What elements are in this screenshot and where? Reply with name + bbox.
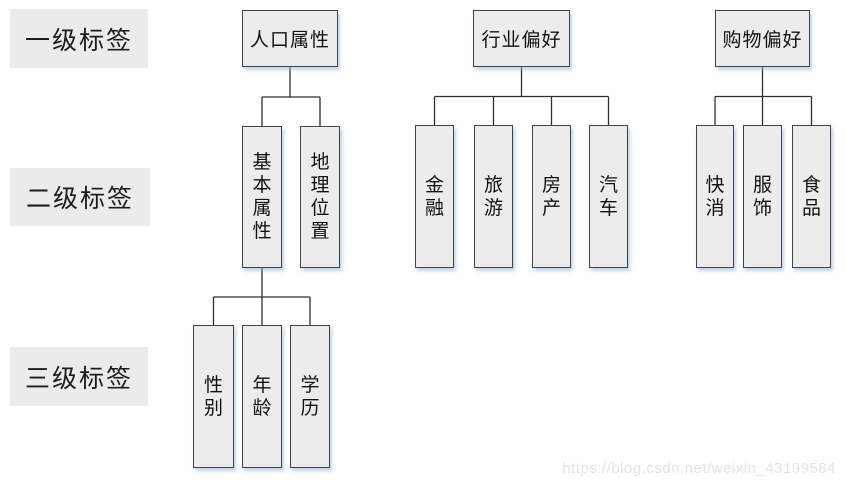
node-gender-label: 性别: [203, 374, 223, 419]
node-fmcg-label: 快消: [705, 174, 725, 219]
node-finance-label: 金融: [424, 174, 444, 219]
node-basic-attributes-label: 基本属性: [252, 152, 272, 242]
node-industry-preference: 行业偏好: [473, 10, 570, 67]
row-label-level-2-text: 二级标签: [25, 185, 134, 213]
node-shopping-preference: 购物偏好: [715, 10, 810, 67]
node-automobile: 汽车: [589, 125, 628, 268]
node-automobile-label: 汽车: [598, 174, 618, 219]
row-label-level-1: 一级标签: [10, 9, 148, 68]
node-age: 年龄: [242, 325, 282, 468]
node-apparel-label: 服饰: [752, 174, 772, 219]
node-gender: 性别: [193, 325, 234, 468]
node-travel: 旅游: [474, 125, 513, 268]
node-population-attributes-label: 人口属性: [249, 30, 330, 51]
node-industry-preference-label: 行业偏好: [481, 30, 562, 51]
node-real-estate-label: 房产: [541, 174, 561, 219]
watermark-url: https://blog.csdn.net/weixin_43199584: [562, 460, 836, 477]
row-label-level-3-text: 三级标签: [24, 364, 133, 393]
node-finance: 金融: [415, 125, 454, 268]
node-geo-location: 地理位置: [300, 126, 340, 268]
node-education-label: 学历: [300, 374, 320, 419]
node-fmcg: 快消: [696, 125, 734, 268]
row-label-level-1-text: 一级标签: [24, 26, 133, 55]
row-label-level-2: 二级标签: [10, 168, 150, 226]
node-travel-label: 旅游: [483, 174, 503, 219]
node-education: 学历: [290, 325, 330, 468]
node-basic-attributes: 基本属性: [242, 126, 282, 268]
node-food: 食品: [792, 125, 831, 268]
node-food-label: 食品: [801, 174, 821, 219]
node-age-label: 年龄: [252, 374, 272, 419]
row-label-level-3: 三级标签: [10, 347, 148, 406]
node-geo-location-label: 地理位置: [310, 152, 330, 242]
node-shopping-preference-label: 购物偏好: [722, 30, 803, 51]
node-population-attributes: 人口属性: [242, 10, 338, 67]
node-apparel: 服饰: [743, 125, 782, 268]
node-real-estate: 房产: [532, 125, 571, 268]
